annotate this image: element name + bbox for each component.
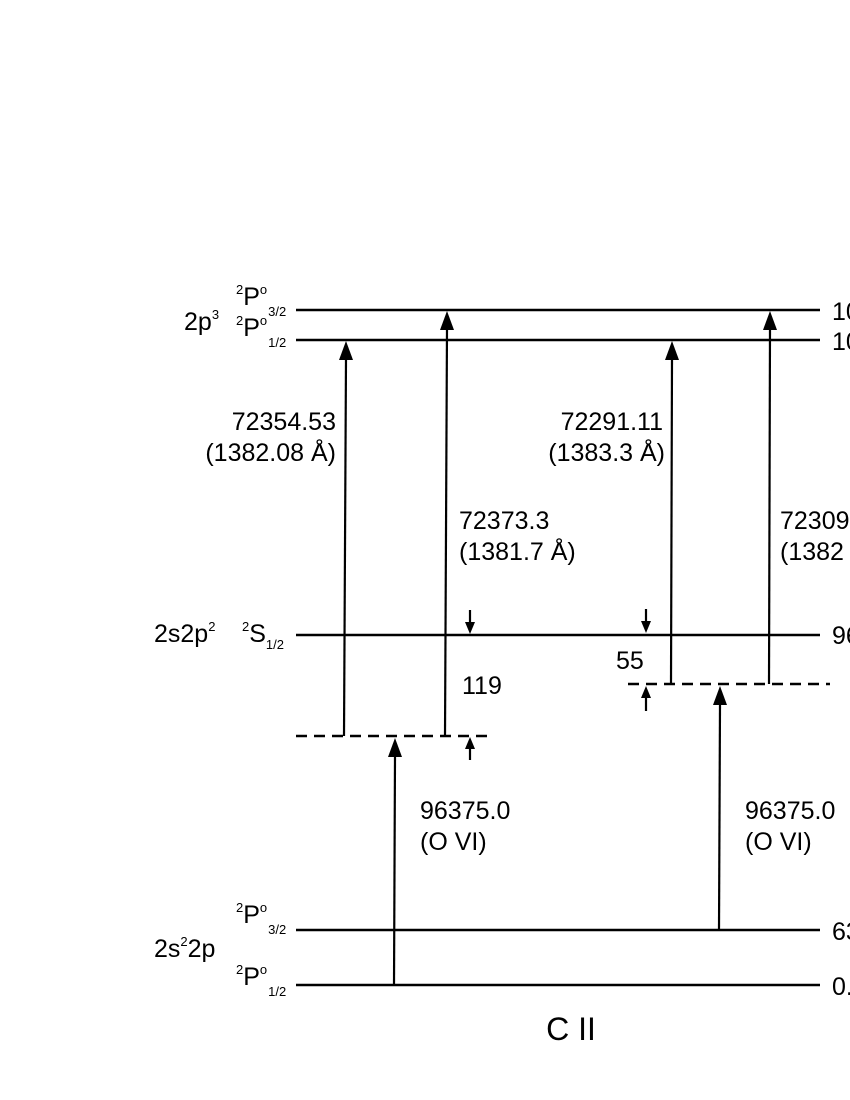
level-value-S12: 96 <box>832 622 850 650</box>
pump-right-source: (O VI) <box>745 828 812 856</box>
offset-marker-right-top <box>641 609 651 633</box>
transition-4-wavelength: (1382 <box>780 538 844 566</box>
arrow-transition-1 <box>339 341 353 737</box>
term-label-P32-lower: 2Po3/2 <box>236 900 286 937</box>
arrow-transition-2 <box>440 311 454 737</box>
diagram-title: C II <box>546 1011 596 1047</box>
transition-2-energy: 72373.3 <box>459 507 549 535</box>
term-label-P12-upper: 2Po1/2 <box>236 313 286 350</box>
transition-3-energy: 72291.11 <box>561 408 663 436</box>
offset-marker-left-top <box>465 610 475 634</box>
level-value-P32-lower: 63 <box>832 918 850 946</box>
offset-marker-right-bottom <box>641 686 651 711</box>
config-label-2s2p2: 2s2p2 <box>154 619 215 648</box>
pump-left-energy: 96375.0 <box>420 797 510 825</box>
level-value-P12-upper: 10 <box>832 328 850 356</box>
level-value-P32-upper: 10 <box>832 298 850 326</box>
term-label-P12-lower: 2Po1/2 <box>236 962 286 999</box>
config-label-2s22p: 2s22p <box>154 934 215 963</box>
arrow-pump-right <box>713 686 727 931</box>
transition-1-wavelength: (1382.08 Å) <box>205 437 336 467</box>
offset-right-label: 55 <box>616 647 644 675</box>
transition-2-wavelength: (1381.7 Å) <box>459 536 576 566</box>
config-label-2p3: 2p3 <box>184 307 219 336</box>
level-value-P12-lower: 0. <box>832 973 850 1001</box>
transition-3-wavelength: (1383.3 Å) <box>548 437 665 467</box>
arrow-transition-4 <box>763 311 777 685</box>
term-label-S12: 2S1/2 <box>242 619 284 652</box>
offset-left-label: 119 <box>462 672 502 700</box>
pump-left-source: (O VI) <box>420 828 487 856</box>
pump-right-energy: 96375.0 <box>745 797 835 825</box>
transition-4-energy: 72309 <box>780 507 850 535</box>
transition-1-energy: 72354.53 <box>232 408 336 436</box>
term-label-P32-upper: 2Po3/2 <box>236 282 286 319</box>
arrow-transition-3 <box>665 341 679 685</box>
offset-marker-left-bottom <box>465 737 475 760</box>
arrow-pump-left <box>388 738 402 986</box>
